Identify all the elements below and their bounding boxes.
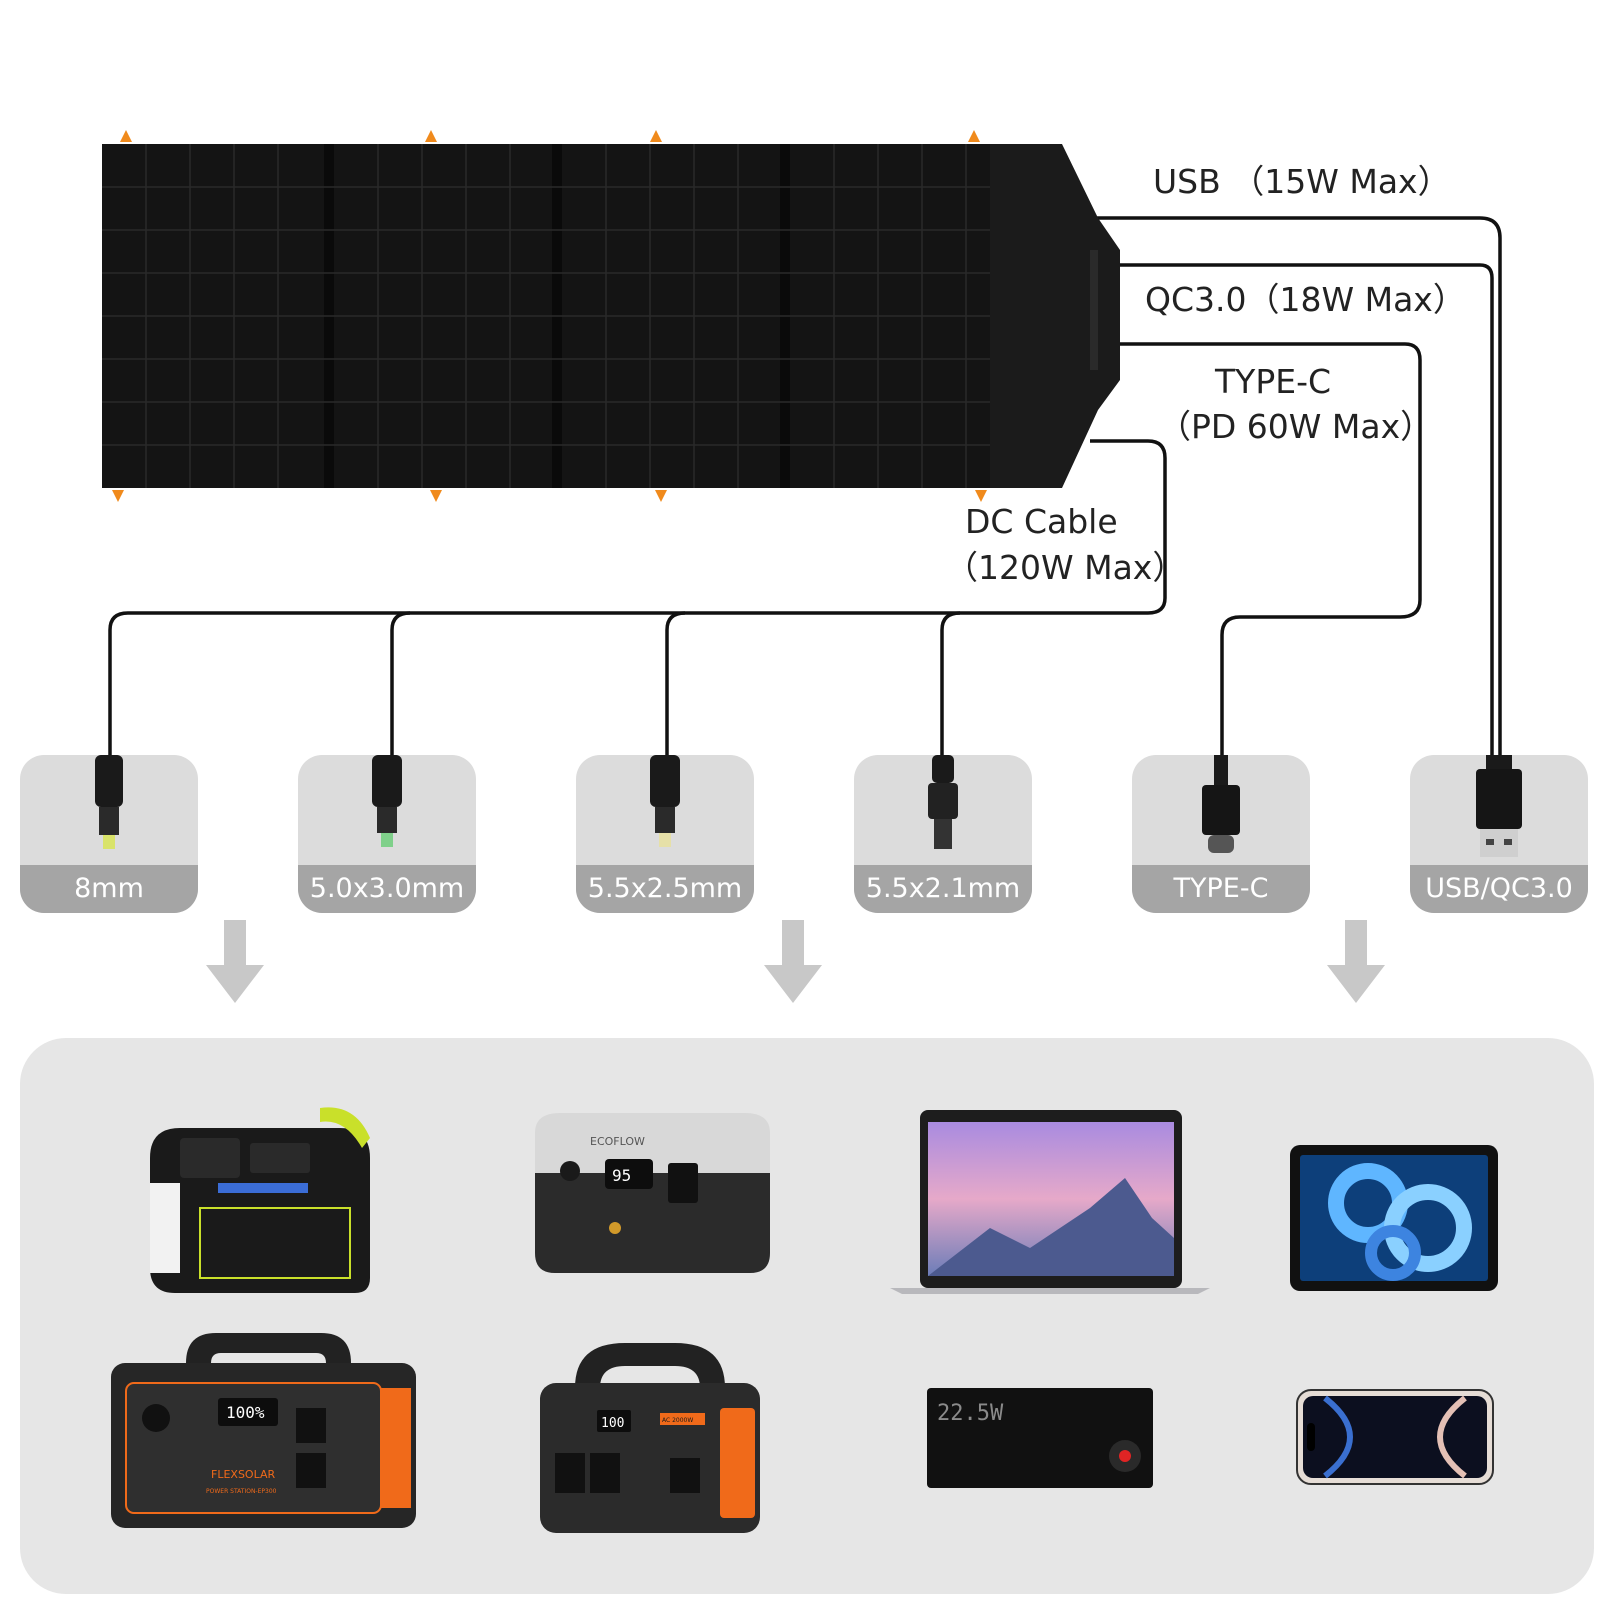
usb-cable xyxy=(1085,216,1502,755)
dc-plug-icon xyxy=(928,755,958,849)
compatible-devices-panel: 95 ECOFLOW xyxy=(20,1038,1594,1594)
typec-cable xyxy=(1115,342,1422,755)
jackery-badge: AC 2000W xyxy=(662,1417,693,1424)
down-arrow-icon xyxy=(206,920,264,1003)
grommet-clips xyxy=(112,130,987,502)
dc-output-label-2: （120W Max） xyxy=(945,548,1186,587)
dc-cable-branch-3 xyxy=(665,611,686,755)
down-arrow-icon xyxy=(764,920,822,1003)
laptop-icon xyxy=(890,1110,1210,1294)
flexsolar-power-station-icon: 100% FLEXSOLAR POWER STATION-EP300 xyxy=(111,1333,416,1528)
typec-output-label-2: （PD 60W Max） xyxy=(1158,407,1434,446)
jackery-power-station-icon: 100 AC 2000W xyxy=(540,1343,760,1533)
flexsolar-brand: FLEXSOLAR xyxy=(211,1468,275,1481)
usb-a-plug-icon xyxy=(1476,755,1522,857)
ecoflow-brand: ECOFLOW xyxy=(590,1135,645,1148)
dc-plug-icon xyxy=(95,755,123,849)
dc-cable-branch-4 xyxy=(940,611,961,755)
tablet-icon xyxy=(1290,1145,1498,1291)
usb-c-plug-icon xyxy=(1202,755,1240,853)
smartphone-icon xyxy=(1296,1389,1494,1485)
connector-card-5x3: 5.0x3.0mm xyxy=(298,755,476,913)
connector-card-5x2-1: 5.5x2.1mm xyxy=(854,755,1032,913)
connector-label: USB/QC3.0 xyxy=(1410,865,1588,913)
ecoflow-power-station-icon: 95 ECOFLOW xyxy=(535,1113,770,1273)
jackery-display: 100 xyxy=(601,1416,624,1431)
connector-card-typec: TYPE-C xyxy=(1132,755,1310,913)
connector-label: TYPE-C xyxy=(1132,865,1310,913)
typec-output-label-1: TYPE-C xyxy=(1215,362,1332,401)
connector-label: 5.0x3.0mm xyxy=(298,865,476,913)
portable-power-station-icon xyxy=(150,1107,370,1293)
dc-cable-branch-2 xyxy=(390,611,411,755)
ecoflow-display: 95 xyxy=(612,1166,631,1185)
power-bank-icon: 22.5W xyxy=(927,1388,1153,1488)
connector-card-5x2-5: 5.5x2.5mm xyxy=(576,755,754,913)
cell-grid xyxy=(102,144,990,488)
panel-pocket xyxy=(990,144,1120,488)
usb-output-label: USB （15W Max） xyxy=(1153,162,1451,201)
power-bank-display: 22.5W xyxy=(937,1401,1004,1426)
flexsolar-display: 100% xyxy=(226,1403,265,1422)
connector-label: 8mm xyxy=(20,865,198,913)
down-arrow-icon xyxy=(1327,920,1385,1003)
connector-label: 5.5x2.5mm xyxy=(576,865,754,913)
connector-label: 5.5x2.1mm xyxy=(854,865,1032,913)
qc-output-label: QC3.0（18W Max） xyxy=(1145,280,1466,319)
connector-card-usb: USB/QC3.0 xyxy=(1410,755,1588,913)
down-arrows xyxy=(206,920,1385,1003)
qc-cable xyxy=(1090,263,1494,755)
dc-cable xyxy=(108,439,1167,755)
dc-output-label-1: DC Cable xyxy=(965,502,1118,541)
dc-plug-icon xyxy=(372,755,402,847)
flexsolar-model: POWER STATION-EP300 xyxy=(206,1488,277,1495)
connector-card-8mm: 8mm xyxy=(20,755,198,913)
dc-plug-icon xyxy=(650,755,680,847)
